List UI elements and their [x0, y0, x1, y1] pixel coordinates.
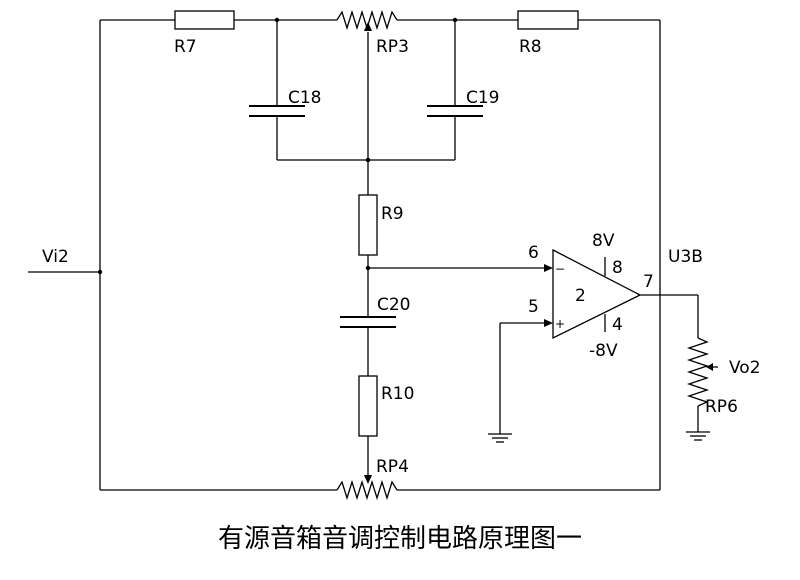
potentiometer-rp3 [336, 9, 398, 31]
label-rp3: RP3 [376, 37, 409, 57]
label-r10: R10 [381, 384, 414, 404]
label-pin-5: 5 [528, 297, 539, 317]
label-vi2: Vi2 [42, 247, 69, 267]
label-supply-negative: -8V [589, 341, 618, 361]
arrow-inverting-input [544, 264, 553, 272]
potentiometer-rp4 [336, 475, 398, 501]
label-pin-4: 4 [612, 315, 623, 335]
arrow-noninverting-input [544, 319, 553, 327]
ground-symbol-input [488, 433, 512, 443]
diagram-caption: 有源音箱音调控制电路原理图一 [218, 524, 582, 554]
label-pin-2: 2 [575, 286, 586, 306]
ground-symbol-output [686, 431, 710, 441]
label-rp6: RP6 [705, 397, 738, 417]
label-c20: C20 [377, 295, 411, 315]
resistor-r10 [358, 375, 378, 437]
potentiometer-rp6 [686, 337, 718, 407]
label-r9: R9 [381, 204, 404, 224]
label-r8: R8 [519, 37, 542, 57]
label-vo2: Vo2 [729, 358, 761, 378]
label-minus-sign: − [555, 262, 565, 276]
label-pin-6: 6 [528, 243, 539, 263]
resistor-r8 [517, 10, 579, 30]
op-amp-u3b [552, 248, 642, 340]
label-c18: C18 [288, 88, 322, 108]
resistor-r7 [174, 10, 235, 30]
label-rp4: RP4 [376, 457, 409, 477]
label-pin-8: 8 [612, 258, 623, 278]
label-u3b: U3B [668, 247, 703, 267]
junction-dots [97, 17, 458, 275]
resistor-r9 [358, 194, 378, 256]
label-supply-positive: 8V [592, 231, 615, 251]
capacitor-c18 [249, 105, 305, 117]
capacitor-c19 [427, 105, 483, 117]
capacitor-c20 [340, 316, 396, 328]
label-plus-sign: + [555, 317, 565, 331]
label-r7: R7 [174, 37, 197, 57]
label-c19: C19 [466, 88, 500, 108]
label-pin-7: 7 [643, 272, 654, 292]
